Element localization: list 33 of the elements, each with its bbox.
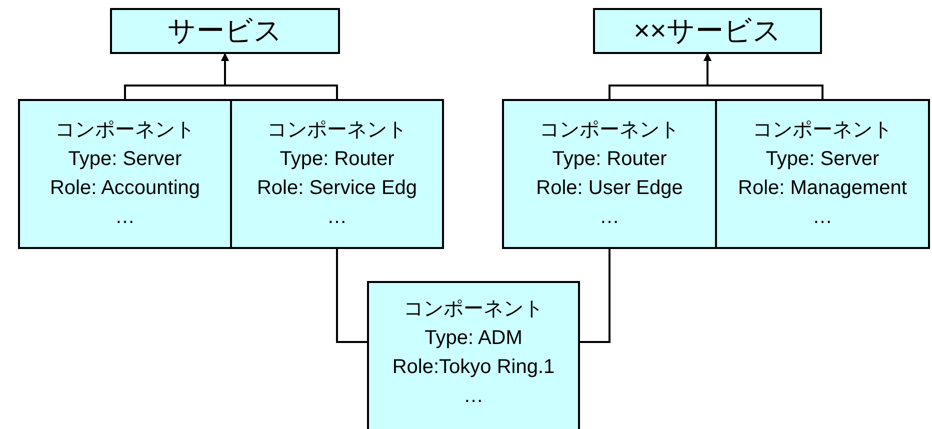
ellipsis-text: … <box>600 205 620 230</box>
connector-line <box>336 249 367 343</box>
ellipsis-text: … <box>812 205 832 230</box>
ellipsis-text: … <box>327 205 347 230</box>
ellipsis-text: … <box>115 205 135 230</box>
component-title: コンポーネント <box>752 118 892 143</box>
ellipsis-text: … <box>464 384 484 409</box>
component-title: コンポーネント <box>404 297 544 322</box>
component-box <box>502 99 717 249</box>
attribute-text: Type: Server <box>766 147 880 172</box>
component-title: コンポーネント <box>540 118 680 143</box>
arrow <box>221 53 338 99</box>
service-box <box>593 8 822 54</box>
arrow <box>704 53 824 99</box>
attribute-text: Role: User Edge <box>536 176 683 201</box>
component-title: コンポーネント <box>267 118 407 143</box>
connector-line <box>580 249 610 343</box>
attribute-text: Type: ADM <box>424 326 522 351</box>
component-title: コンポーネント <box>55 118 195 143</box>
component-box <box>367 281 580 429</box>
attribute-text: Role: Management <box>738 176 907 201</box>
service-box <box>110 8 340 54</box>
attribute-text: Type: Router <box>280 147 394 172</box>
component-box <box>18 99 232 249</box>
attribute-text: Type: Router <box>552 147 667 172</box>
attribute-text: Type: Server <box>68 147 182 172</box>
component-box <box>230 99 444 249</box>
attribute-text: Role: Accounting <box>50 176 200 201</box>
service-name: ××サービス <box>634 14 782 48</box>
attribute-text: Role: Service Edg <box>256 176 418 201</box>
component-box <box>715 99 930 249</box>
service-name: サービス <box>168 14 282 48</box>
attribute-text: Role:Tokyo Ring.1 <box>392 355 555 380</box>
